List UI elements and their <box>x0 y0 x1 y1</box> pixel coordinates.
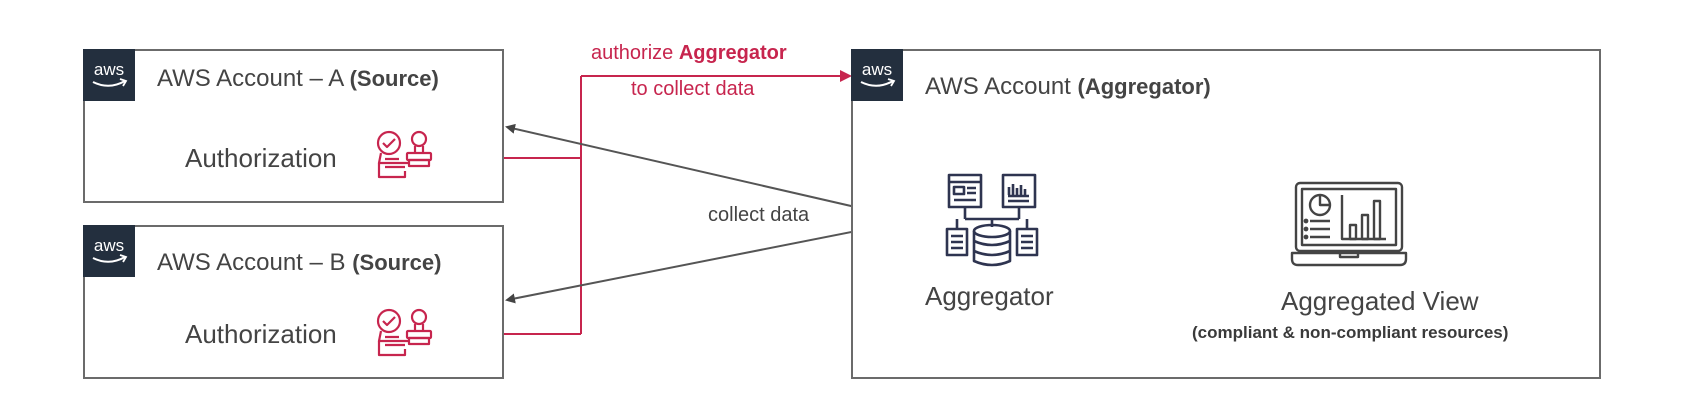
svg-text:aws: aws <box>94 236 124 255</box>
authorization-stamp-icon <box>376 130 433 179</box>
authorize-label-line1: authorize Aggregator <box>591 42 787 64</box>
aggregator-database-icon <box>945 173 1039 267</box>
laptop-dashboard-icon <box>1290 181 1408 267</box>
aggregated-view-sublabel: (compliant & non-compliant resources) <box>1192 323 1509 342</box>
collect-data-label: collect data <box>708 204 810 226</box>
authorization-stamp-icon <box>376 308 433 357</box>
authorization-label-a: Authorization <box>185 143 337 173</box>
aggregator-label: Aggregator <box>925 281 1054 311</box>
source-account-a-box: aws AWS Account – A (Source) Authorizati… <box>83 49 504 203</box>
svg-text:aws: aws <box>862 60 892 79</box>
authorize-label-line2: to collect data <box>631 78 755 100</box>
aggregator-account-title: AWS Account (Aggregator) <box>925 73 1211 100</box>
aws-logo-icon: aws <box>83 49 135 101</box>
source-account-a-title: AWS Account – A (Source) <box>157 65 439 92</box>
source-account-b-box: aws AWS Account – B (Source) Authorizati… <box>83 225 504 379</box>
svg-text:aws: aws <box>94 60 124 79</box>
authorization-label-b: Authorization <box>185 319 337 349</box>
aggregated-view-label: Aggregated View <box>1281 286 1479 316</box>
source-account-b-title: AWS Account – B (Source) <box>157 249 442 276</box>
aws-logo-icon: aws <box>851 49 903 101</box>
aws-logo-icon: aws <box>83 225 135 277</box>
collect-arrow-b <box>505 219 913 304</box>
aggregator-account-box: aws AWS Account (Aggregator) Aggregator <box>851 49 1601 379</box>
collect-arrow-a <box>505 123 913 221</box>
